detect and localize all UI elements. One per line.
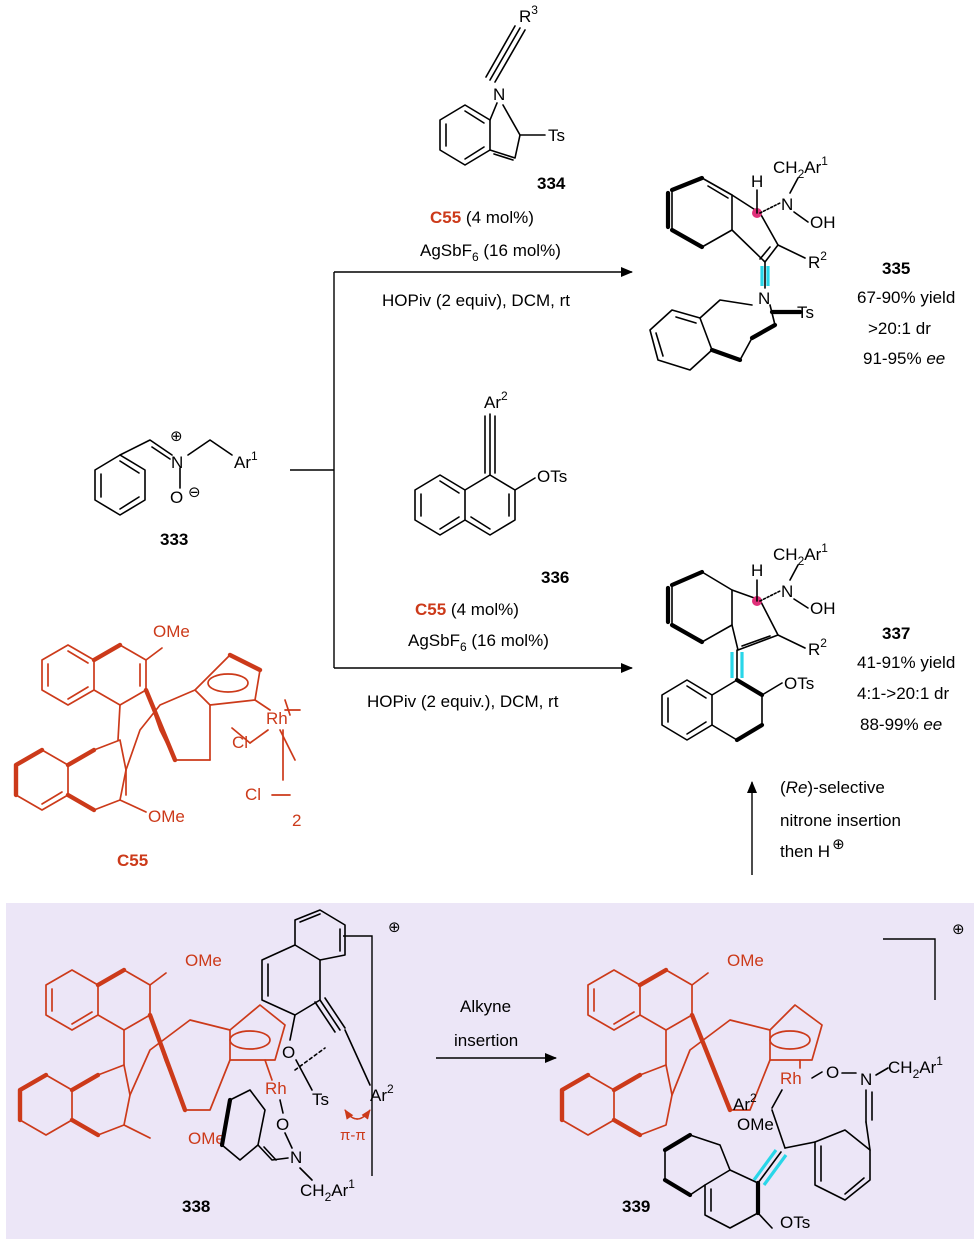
product-337: H N CH2Ar1 OH R2 OTs 337 41-91% yield 4:…	[661, 541, 955, 743]
indole-n-335: N	[758, 289, 770, 308]
alkynyl-naphthalene-336: Ar2 OTs 336	[414, 389, 569, 587]
yield-335: 67-90% yield	[857, 288, 955, 307]
ar2-338: Ar2	[370, 1082, 394, 1105]
ts-label-335: Ts	[797, 303, 814, 322]
ee-335: 91-95% ee	[863, 349, 945, 368]
dr-337: 4:1->20:1 dr	[857, 684, 949, 703]
n-label-337: N	[781, 582, 793, 601]
ar2-339: Ar2	[733, 1091, 757, 1114]
cl2-label: Cl	[245, 785, 261, 804]
compound-id-336: 336	[541, 568, 569, 587]
nitrone-333: N ⊕ O ⊖ Ar1 333	[94, 428, 258, 549]
compound-id-339: 339	[622, 1197, 650, 1216]
rh-label-339: Rh	[780, 1069, 802, 1088]
nitrone-o-label: O	[170, 488, 183, 507]
compound-id-338: 338	[182, 1197, 210, 1216]
step-label-insertion: insertion	[454, 1031, 518, 1050]
then-h-label: then H⊕	[780, 836, 845, 861]
compound-id-c55: C55	[117, 851, 148, 870]
c55-ome-top: OMe	[153, 622, 190, 641]
oh-label-337: OH	[810, 599, 836, 618]
oh-label-335: OH	[810, 213, 836, 232]
re-selective-label: (Re)-selective	[780, 778, 885, 797]
mechanism-step: Alkyne insertion	[436, 997, 557, 1063]
cat-loading-bottom: C55 (4 mol%)	[415, 600, 519, 619]
conditions-top: C55 (4 mol%) AgSbF6 (16 mol%) HOPiv (2 e…	[382, 208, 570, 310]
product-335: H N CH2Ar1 OH R2 N Ts 335 67-90% yield >…	[649, 154, 955, 371]
ome-top-339: OMe	[727, 951, 764, 970]
ots-label-336: OTs	[537, 467, 567, 486]
ee-337: 88-99% ee	[860, 715, 942, 734]
charge-339: ⊕	[952, 921, 965, 938]
mechanism-panel	[6, 903, 974, 1239]
r3-label: R3	[519, 3, 538, 26]
compound-id-335: 335	[882, 259, 910, 278]
plus-charge: ⊕	[170, 428, 183, 445]
ots-label-337: OTs	[784, 674, 814, 693]
compound-id-337: 337	[882, 624, 910, 643]
cat-loading-top: C55 (4 mol%)	[430, 208, 534, 227]
dr-335: >20:1 dr	[868, 319, 931, 338]
o-upper-338: O	[282, 1043, 295, 1062]
ch2ar1-339: CH2Ar1	[888, 1054, 943, 1081]
branch-lines	[290, 267, 633, 673]
intermediate-338: ⊕ OMe OMe Rh Ar2 O	[17, 909, 401, 1216]
o-339: O	[826, 1063, 839, 1082]
compound-id-334: 334	[537, 174, 566, 193]
agsbf6-bottom: AgSbF6 (16 mol%)	[408, 631, 549, 654]
ome-bottom-338: OMe	[188, 1129, 225, 1148]
agsbf6-top: AgSbF6 (16 mol%)	[420, 241, 561, 264]
h-label-337: H	[751, 561, 763, 580]
ch2ar1-338: CH2Ar1	[300, 1177, 355, 1204]
dimer-subscript: 2	[292, 811, 301, 830]
catalyst-c55: OMe OMe Rh Cl Cl 2 C55	[13, 622, 301, 870]
n-338: N	[290, 1148, 302, 1167]
conditions-bottom: C55 (4 mol%) AgSbF6 (16 mol%) HOPiv (2 e…	[367, 600, 559, 711]
c55-ome-bottom: OMe	[148, 807, 185, 826]
o-lower-338: O	[276, 1115, 289, 1134]
step-label-alkyne: Alkyne	[460, 997, 511, 1016]
ch2ar1-337: CH2Ar1	[773, 541, 828, 568]
conditions-text-bottom: HOPiv (2 equiv.), DCM, rt	[367, 692, 559, 711]
ynamide-334: R3 N Ts 334	[439, 3, 566, 193]
rh-label-338: Rh	[265, 1079, 287, 1098]
pi-pi-label: π-π	[340, 1127, 366, 1144]
charge-338: ⊕	[388, 919, 401, 936]
ar2-label-336: Ar2	[484, 389, 508, 412]
ar1-label: Ar1	[234, 449, 258, 472]
cl1-label: Cl	[232, 733, 248, 752]
ts-338: Ts	[312, 1090, 329, 1109]
ome-top-338: OMe	[185, 951, 222, 970]
ch2ar1-335: CH2Ar1	[773, 154, 828, 181]
conditions-text-top: HOPiv (2 equiv), DCM, rt	[382, 291, 570, 310]
rh-label-c55: Rh	[266, 709, 288, 728]
up-arrow-group: (Re)-selective nitrone insertion then H⊕	[747, 778, 901, 875]
n-label-335: N	[781, 195, 793, 214]
ome-mid-339: OMe	[737, 1115, 774, 1134]
intermediate-339: ⊕ OMe Rh O N CH2Ar1 Ar2	[559, 921, 965, 1232]
indole-n-label: N	[493, 85, 505, 104]
ots-339: OTs	[780, 1213, 810, 1232]
yield-337: 41-91% yield	[857, 653, 955, 672]
nitrone-n-label: N	[171, 453, 183, 472]
compound-id-333: 333	[160, 530, 188, 549]
r2-label-337: R2	[808, 636, 827, 659]
nitrone-insertion-label: nitrone insertion	[780, 811, 901, 830]
minus-charge: ⊖	[188, 484, 201, 501]
ts-label: Ts	[548, 126, 565, 145]
r2-label-335: R2	[808, 249, 827, 272]
h-label-335: H	[751, 172, 763, 191]
n-339: N	[860, 1070, 872, 1089]
